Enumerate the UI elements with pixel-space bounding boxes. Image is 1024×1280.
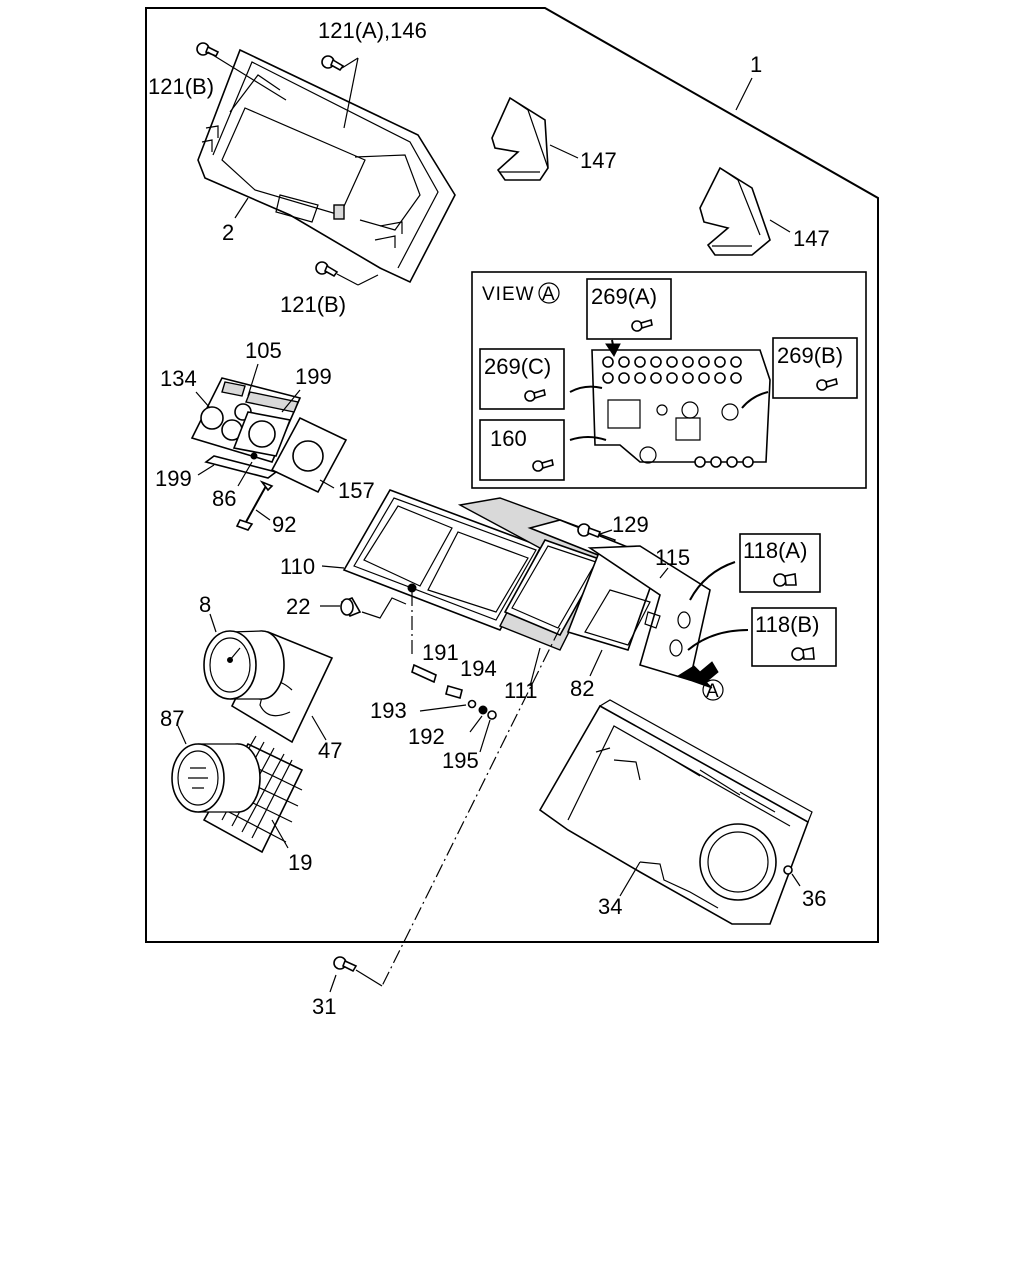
label-part-115: 115 [655,545,690,570]
bulb-socket-269a [631,318,653,332]
label-part-36: 36 [802,886,826,911]
label-part-19: 19 [288,850,312,875]
view-a-title: VIEW [482,284,535,305]
label-part-121b-bottom: 121(B) [280,292,346,317]
part-192-nut [478,705,488,715]
assembly-frame [145,7,879,943]
label-part-121b-top: 121(B) [148,74,214,99]
bulb-socket-269c [524,388,546,402]
label-part-147-left: 147 [580,148,617,173]
part-193-washer [467,699,477,709]
label-part-193: 193 [370,698,407,723]
label-part-269b: 269(B) [777,343,843,368]
bulb-118a [773,573,797,587]
label-part-2: 2 [222,220,234,245]
label-part-92: 92 [272,512,296,537]
part-8-speedometer [203,630,334,744]
view-a-marker-circle [538,282,560,304]
label-part-191: 191 [422,640,459,665]
callout-box-269a [586,278,672,340]
part-87-tachometer [171,743,261,813]
view-a-arrow-marker-circle [702,679,724,701]
part-147-clip-right [699,166,771,256]
label-part-269a: 269(A) [591,284,657,309]
part-2-hood [197,48,456,284]
gauge-cluster-small [190,377,348,494]
label-part-195: 195 [442,748,479,773]
label-part-199-bottom: 199 [155,466,192,491]
bulb-socket-269b [816,377,838,391]
screw-121b-top [196,42,220,58]
label-part-129: 129 [612,512,649,537]
part-191-terminal [411,663,437,684]
label-part-110: 110 [280,554,315,579]
view-a-arrow-marker: A [706,681,720,702]
label-part-192: 192 [408,724,445,749]
callout-box-160 [479,419,565,481]
label-part-82: 82 [570,676,594,701]
label-part-147-right: 147 [793,226,830,251]
part-195-cap [487,710,497,720]
label-part-160: 160 [490,426,527,451]
label-part-22: 22 [286,594,310,619]
label-part-87: 87 [160,706,184,731]
label-part-199-top: 199 [295,364,332,389]
label-part-121a-146: 121(A),146 [318,18,427,43]
screw-121b-bottom [315,261,339,278]
callout-box-269c [479,348,565,410]
label-part-8: 8 [199,592,211,617]
screw-121a-146 [321,55,345,72]
label-part-105: 105 [245,338,282,363]
label-part-157: 157 [338,478,375,503]
callout-box-269b [772,337,858,399]
label-part-118a: 118(A) [743,538,807,563]
label-part-34: 34 [598,894,622,919]
screw-31 [333,956,358,973]
part-147-clip-left [491,96,549,181]
screw-129 [577,523,602,539]
label-part-31: 31 [312,994,336,1019]
part-194-spring [445,685,463,699]
part-34-case [538,699,813,925]
bulb-118b [791,647,815,661]
label-part-134: 134 [160,366,197,391]
circuit-board-sockets [602,356,754,468]
label-part-1: 1 [750,52,762,77]
view-a-marker: A [542,284,556,305]
label-part-111: 111 [504,678,537,703]
part-92-pin [235,480,274,531]
label-part-86: 86 [212,486,236,511]
label-part-269c: 269(C) [484,354,551,379]
view-a-arrow [676,661,719,689]
label-part-118b: 118(B) [755,612,819,637]
label-part-194: 194 [460,656,497,681]
part-22-bulb [340,596,362,618]
screw-36 [783,865,793,875]
label-part-47: 47 [318,738,342,763]
bulb-socket-160 [532,458,554,472]
